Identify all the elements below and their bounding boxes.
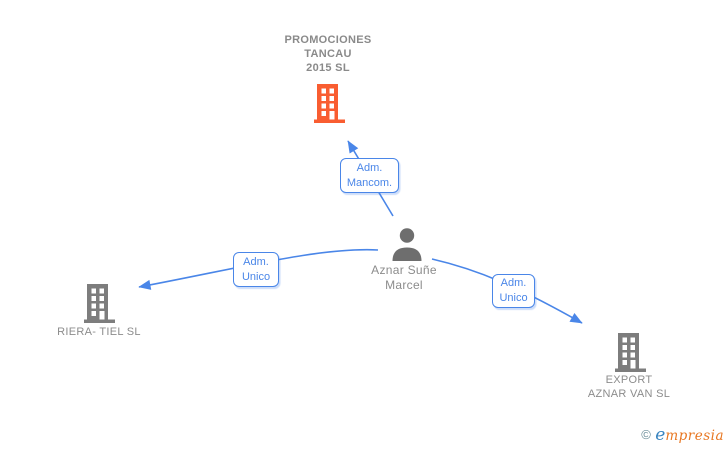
relation-box-adm-unico-right: Adm. Unico: [492, 274, 535, 308]
relation-label-line: Adm.: [356, 161, 383, 174]
brand-initial: e: [655, 425, 666, 445]
person-name-line: Marcel: [385, 278, 423, 292]
company-name-line: PROMOCIONES: [284, 34, 372, 46]
node-riera-label[interactable]: RIERA- TIEL SL: [57, 325, 141, 339]
relation-label-line: Mancom.: [346, 176, 393, 189]
node-promociones-label[interactable]: PROMOCIONES TANCAU 2015 SL: [284, 33, 371, 75]
person-icon[interactable]: [389, 226, 425, 267]
copyright-icon: ©: [641, 427, 651, 442]
company-name-line: 2015 SL: [306, 62, 350, 74]
company-name-line: AZNAR VAN SL: [587, 388, 671, 400]
relation-label-line: Unico: [499, 292, 528, 304]
building-icon[interactable]: [314, 83, 346, 129]
brand-text: mpresia: [665, 428, 724, 444]
relation-label-line: Adm.: [500, 277, 527, 289]
relation-label-line: Adm.: [243, 255, 269, 268]
person-name-line: Aznar Suñe: [371, 263, 437, 277]
relation-box-adm-mancom: Adm. Mancom.: [340, 158, 399, 193]
empresia-logo[interactable]: © empresia: [641, 425, 724, 445]
node-person-label[interactable]: Aznar Suñe Marcel: [371, 263, 437, 293]
company-name-line: EXPORT: [605, 374, 653, 386]
relation-box-adm-unico-left: Adm. Unico: [233, 252, 279, 287]
company-name-line: RIERA- TIEL SL: [57, 326, 141, 338]
relation-label-line: Unico: [241, 270, 271, 283]
building-icon[interactable]: [84, 283, 116, 329]
node-export-label[interactable]: EXPORT AZNAR VAN SL: [588, 373, 670, 401]
company-name-line: TANCAU: [304, 48, 352, 60]
building-icon[interactable]: [615, 332, 647, 378]
